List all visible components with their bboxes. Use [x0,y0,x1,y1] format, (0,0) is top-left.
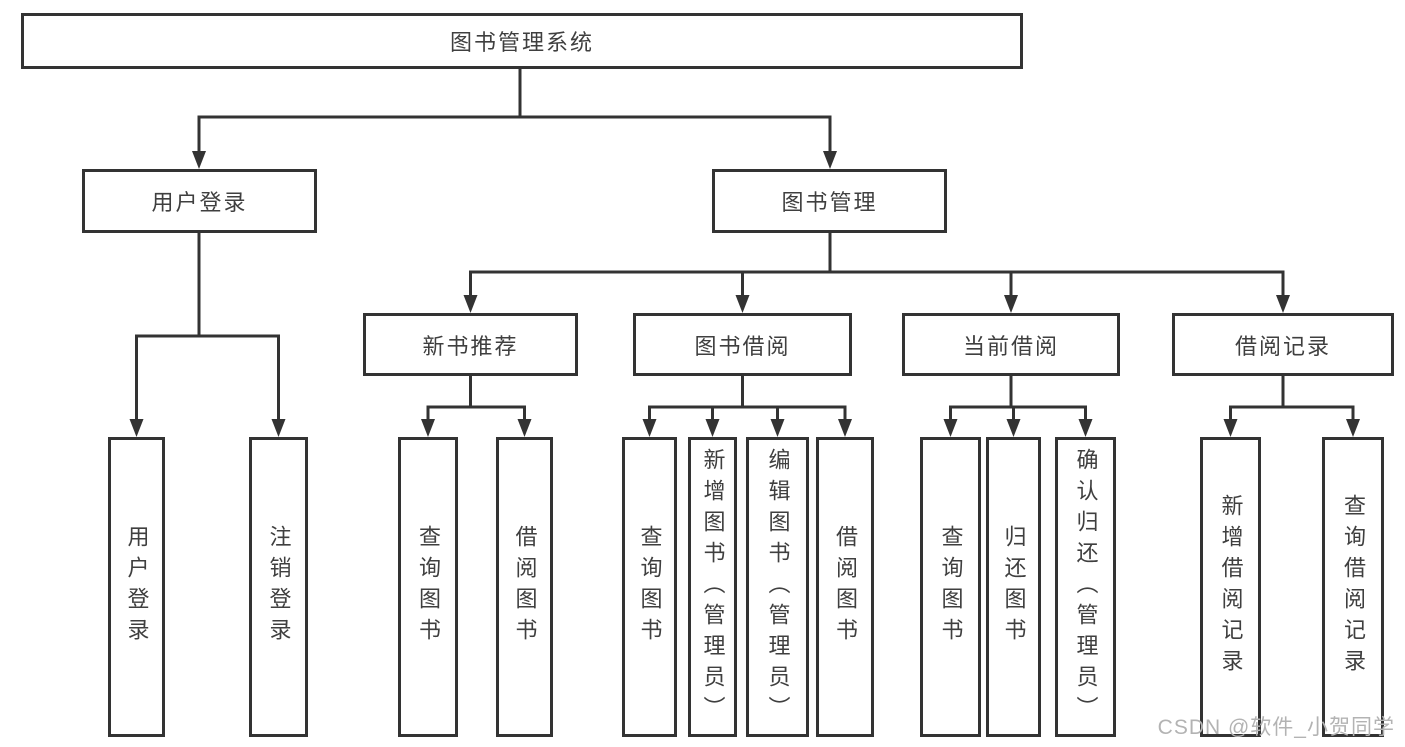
node-book-management: 图书管理 [712,169,947,233]
node-leaf-add-borrow-record: 新增借阅记录 [1200,437,1261,737]
node-leaf-borrow-book-1: 借阅图书 [496,437,553,737]
node-leaf-query-book-3: 查询图书 [920,437,981,737]
node-book-borrow: 图书借阅 [633,313,852,376]
node-leaf-return-book: 归还图书 [986,437,1041,737]
node-leaf-edit-book-admin: 编辑图书（管理员） [746,437,809,737]
node-leaf-user-login: 用户登录 [108,437,165,737]
node-leaf-logout: 注销登录 [249,437,308,737]
node-current-borrow: 当前借阅 [902,313,1120,376]
node-leaf-borrow-book-2: 借阅图书 [816,437,874,737]
watermark: CSDN @软件_小贺同学 [1157,716,1395,739]
node-leaf-query-borrow-record: 查询借阅记录 [1322,437,1384,737]
node-user-login: 用户登录 [82,169,317,233]
node-root: 图书管理系统 [21,13,1023,69]
node-leaf-query-book-1: 查询图书 [398,437,458,737]
node-new-book-recommend: 新书推荐 [363,313,578,376]
node-borrow-record: 借阅记录 [1172,313,1394,376]
node-leaf-add-book-admin: 新增图书（管理员） [688,437,737,737]
node-leaf-confirm-return-admin: 确认归还（管理员） [1055,437,1116,737]
node-leaf-query-book-2: 查询图书 [622,437,677,737]
